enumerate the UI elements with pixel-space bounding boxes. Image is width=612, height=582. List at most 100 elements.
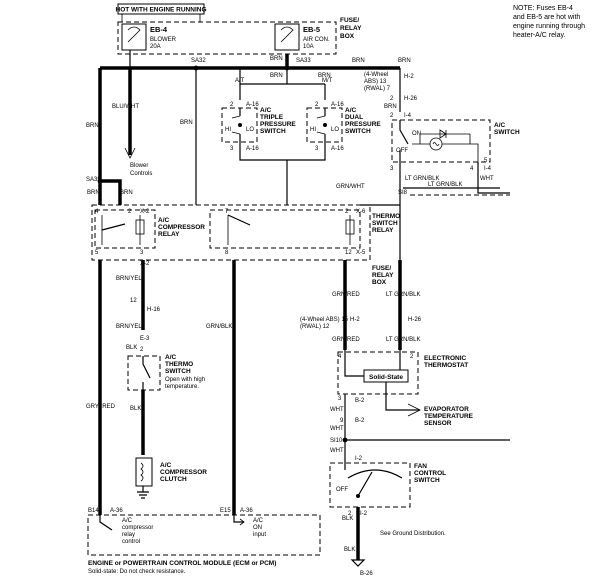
svg-text:SA32: SA32 [191,58,206,64]
svg-text:SA39: SA39 [86,177,101,183]
svg-text:I-2: I-2 [360,511,368,517]
header-label: HOT WITH ENGINE RUNNING [116,7,207,14]
svg-text:A-16: A-16 [246,102,259,108]
ecm-box [87,514,321,556]
fuse-relay-box-top-label: FUSE/ RELAY BOX [340,17,362,40]
svg-text:3: 3 [230,146,234,152]
svg-text:WHT: WHT [480,176,494,182]
svg-text:ELECTRONIC: ELECTRONIC [424,355,467,362]
fuse-eb4: EB-4 BLOWER 20A [121,23,177,51]
svg-text:2: 2 [348,511,352,517]
svg-text:BLK: BLK [126,345,137,351]
svg-text:PRESSURE: PRESSURE [345,121,381,128]
svg-text:COMPRESSOR: COMPRESSOR [160,469,207,476]
svg-text:OFF: OFF [396,148,408,154]
svg-text:5: 5 [484,158,488,164]
ecm-ac-on-input: A/C ON input [233,515,266,538]
svg-text:HI: HI [310,127,316,133]
fuse-eb5: EB-5 AIR CON. 10A [274,23,330,51]
svg-text:10A: 10A [303,44,314,50]
abs-pin-label-1: (4-Wheel ABS) 13 (RWAL) 7 [364,72,391,92]
note-text: NOTE: Fuses EB-4 and EB-5 are hot with e… [513,5,585,39]
svg-text:H-26: H-26 [408,317,422,323]
svg-text:EVAPORATOR: EVAPORATOR [424,406,469,413]
svg-text:NOTE: Fuses EB-4: NOTE: Fuses EB-4 [513,5,573,12]
svg-text:engine running through: engine running through [513,23,585,30]
svg-text:BRN: BRN [398,58,411,64]
svg-text:12: 12 [130,298,137,304]
svg-text:compressor: compressor [122,525,153,531]
svg-text:3: 3 [338,396,342,402]
thermo-switch-relay: 7 2 X-6 8 12 X-5 THERMO SWITCH RELAY [209,209,400,256]
svg-text:BRN: BRN [270,73,283,79]
svg-text:SWITCH: SWITCH [494,129,520,136]
svg-text:GRY/ RED: GRY/ RED [86,404,116,410]
svg-text:AIR CON.: AIR CON. [303,37,330,43]
ac-thermo-switch: A/C THERMO SWITCH Open with high tempera… [127,354,205,391]
svg-text:SWITCH: SWITCH [345,128,371,135]
svg-text:2: 2 [390,96,394,102]
abs-pin-label-2: (4-Wheel ABS) 15 (RWAL) 12 [300,317,349,330]
svg-text:B14: B14 [88,508,99,514]
svg-text:WHT: WHT [330,407,344,413]
svg-text:SWITCH: SWITCH [165,368,191,375]
svg-text:ABS) 13: ABS) 13 [364,79,387,85]
ac-compressor-relay: 4 2 X-2 5 3 A/C COMPRESSOR RELAY X-2 [94,209,205,267]
svg-text:TRIPLE: TRIPLE [260,114,284,121]
svg-text:FUSE/: FUSE/ [340,17,359,24]
svg-text:BRN: BRN [180,120,193,126]
svg-text:A/C: A/C [253,518,264,524]
svg-text:9: 9 [340,418,344,424]
svg-text:2: 2 [230,102,234,108]
svg-text:B-2: B-2 [355,418,365,424]
svg-text:GRN/WHT: GRN/WHT [336,184,365,190]
electronic-thermostat: 4 2 Solid-State ELECTRONIC THERMOSTAT 3 [337,350,468,402]
svg-text:BRN/YEL: BRN/YEL [116,324,142,330]
svg-text:12: 12 [345,250,352,256]
fuse-relay-box-mid [91,204,371,261]
svg-text:BLK: BLK [344,547,355,553]
svg-text:Open with high: Open with high [165,377,205,383]
svg-text:(RWAL) 7: (RWAL) 7 [364,86,391,92]
svg-text:SI8: SI8 [398,190,408,196]
svg-text:THERMO: THERMO [165,361,193,368]
svg-text:X-5: X-5 [356,250,366,256]
ac-switch: ON OFF A/C SWITCH [391,119,520,163]
svg-text:CLUTCH: CLUTCH [160,476,187,483]
svg-text:FAN: FAN [414,463,427,470]
svg-text:A/C: A/C [160,462,172,469]
svg-text:temperature.: temperature. [165,384,199,390]
svg-text:See Ground Distribution.: See Ground Distribution. [380,531,446,537]
svg-text:OFF: OFF [336,487,348,493]
svg-text:CONTROL: CONTROL [414,470,446,477]
svg-text:2: 2 [128,209,132,215]
svg-text:BRN: BRN [120,190,133,196]
svg-text:BOX: BOX [340,33,355,40]
fan-control-switch: OFF FAN CONTROL SWITCH [329,462,446,508]
svg-text:Blower: Blower [130,163,148,169]
svg-text:(RWAL) 12: (RWAL) 12 [300,324,330,330]
svg-text:A/C: A/C [260,107,272,114]
svg-text:4: 4 [470,166,474,172]
svg-text:PRESSURE: PRESSURE [260,121,296,128]
header-box [117,3,205,15]
svg-text:B-26: B-26 [360,571,373,577]
svg-text:H-2: H-2 [350,317,360,323]
svg-text:(4-Wheel ABS) 15: (4-Wheel ABS) 15 [300,317,349,323]
svg-text:heater-A/C relay.: heater-A/C relay. [513,32,565,39]
svg-text:SWITCH: SWITCH [372,220,398,227]
svg-text:20A: 20A [150,44,161,50]
svg-text:THERMO: THERMO [372,213,400,220]
svg-text:M/T: M/T [322,78,333,84]
svg-text:A/C: A/C [158,217,170,224]
svg-text:BRN: BRN [86,123,99,129]
svg-text:A/C: A/C [122,518,133,524]
svg-text:BRN: BRN [352,58,365,64]
svg-text:LO: LO [331,127,339,133]
svg-text:A/C: A/C [345,107,357,114]
svg-text:4: 4 [338,354,342,360]
svg-text:BLOWER: BLOWER [150,37,177,43]
svg-text:FUSE/: FUSE/ [372,265,391,272]
svg-text:A-36: A-36 [110,508,123,514]
